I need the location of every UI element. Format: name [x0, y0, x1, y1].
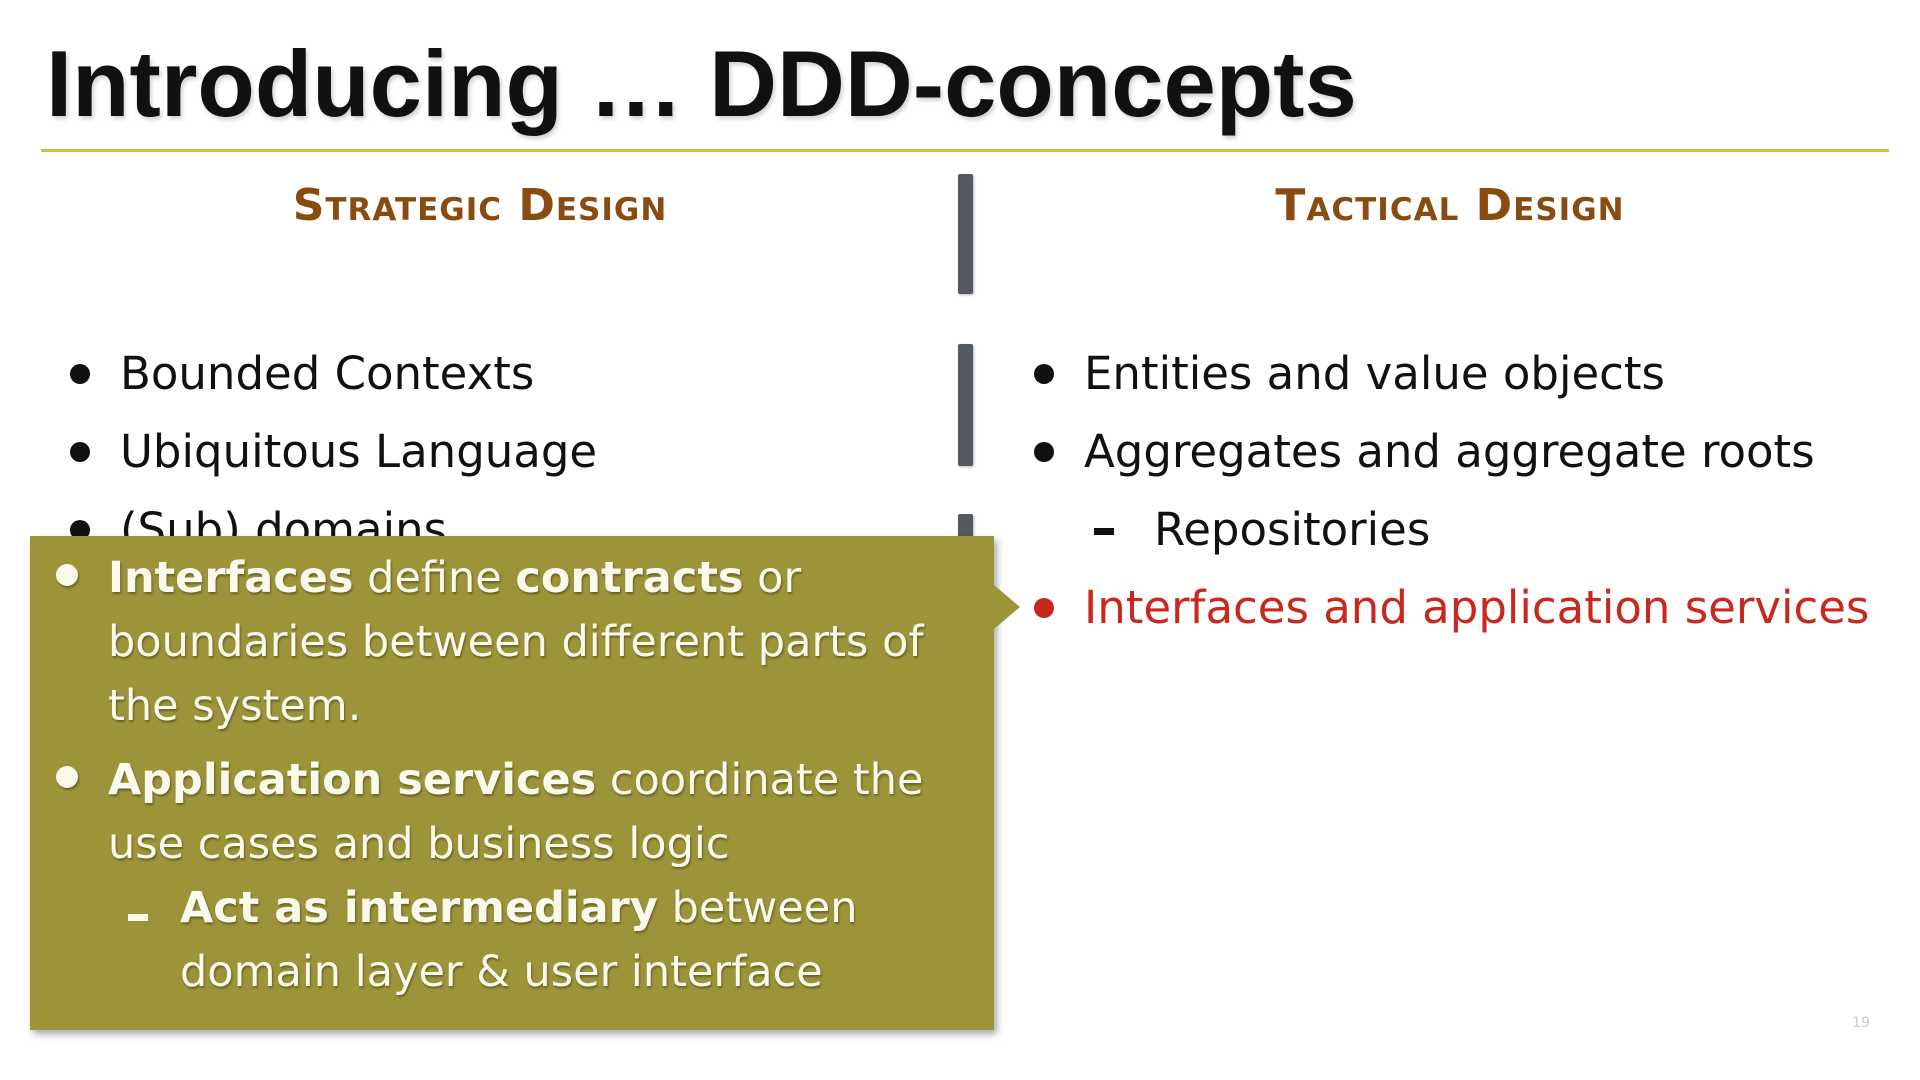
- callout-bold-term: Application services: [108, 755, 597, 805]
- callout-text: or boundaries between different parts of…: [108, 553, 924, 731]
- callout-bold-term: Interfaces: [108, 553, 354, 603]
- callout-text: coordinate the use cases and business lo…: [108, 755, 924, 869]
- callout-text: define: [353, 553, 516, 603]
- callout-box: Interfaces define contracts or boundarie…: [30, 536, 994, 1030]
- title-underline: [41, 149, 1889, 152]
- list-item-text: Interfaces and application services: [1084, 581, 1870, 634]
- callout-text: between domain layer & user interface: [180, 883, 858, 997]
- list-item-text: Ubiquitous Language: [120, 425, 598, 478]
- callout-bold-term: contracts: [515, 553, 744, 603]
- bullet-icon: [1034, 442, 1054, 462]
- bullet-icon: [56, 564, 78, 586]
- callout-subitem: Act as intermediary between domain layer…: [128, 876, 980, 1004]
- strategic-design-heading: Strategic Design: [292, 180, 668, 231]
- list-item-text: Aggregates and aggregate roots: [1084, 425, 1815, 478]
- column-divider-middle: [958, 344, 973, 466]
- list-item-text: Repositories: [1154, 503, 1431, 556]
- dash-icon: [128, 914, 148, 921]
- slide-title: Introducing … DDD-concepts: [46, 31, 1357, 136]
- bullet-icon: [1034, 364, 1054, 384]
- bullet-icon: [70, 364, 90, 384]
- callout-pointer-icon: [994, 585, 1020, 629]
- dash-icon: [1094, 528, 1114, 535]
- callout-item: Application services coordinate the use …: [56, 748, 988, 876]
- callout-item: Interfaces define contracts or boundarie…: [56, 546, 988, 738]
- column-divider-top: [958, 174, 973, 294]
- list-item-text: Entities and value objects: [1084, 347, 1665, 400]
- bullet-icon: [70, 520, 90, 540]
- page-number: 19: [1852, 1015, 1870, 1031]
- bullet-icon: [1034, 598, 1054, 618]
- bullet-icon: [56, 766, 78, 788]
- callout-bold-term: Act as intermediary: [180, 883, 658, 933]
- bullet-icon: [70, 442, 90, 462]
- tactical-design-heading: Tactical Design: [1275, 180, 1625, 231]
- list-item-text: Bounded Contexts: [120, 347, 535, 400]
